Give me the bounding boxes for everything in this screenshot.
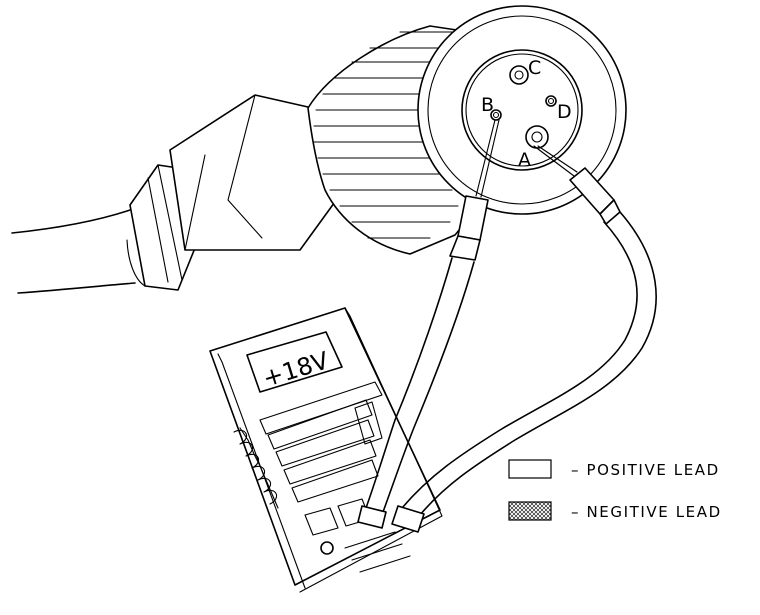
connector-face	[417, 5, 627, 215]
legend-label-negative: – NEGITIVE LEAD	[571, 503, 722, 521]
pin-b	[490, 109, 502, 121]
positive-lead	[357, 257, 475, 529]
pin-wires	[475, 119, 578, 198]
pin-c	[509, 65, 529, 85]
pin-label-d: D	[557, 101, 572, 123]
legend-label-positive: – POSITIVE LEAD	[571, 461, 720, 479]
power-module	[209, 307, 443, 593]
legend-swatch-positive	[508, 459, 552, 479]
pin-label-c: C	[528, 57, 541, 79]
wire-ferrule-b	[449, 195, 489, 261]
terminal-spring	[233, 427, 279, 509]
legend: – POSITIVE LEAD – NEGITIVE LEAD	[508, 459, 722, 521]
legend-swatch-negative	[508, 501, 552, 521]
pin-label-a: A	[518, 149, 531, 171]
pin-d	[545, 95, 557, 107]
cable	[11, 209, 136, 294]
negative-lead	[391, 211, 657, 533]
pin-label-b: B	[481, 94, 494, 116]
